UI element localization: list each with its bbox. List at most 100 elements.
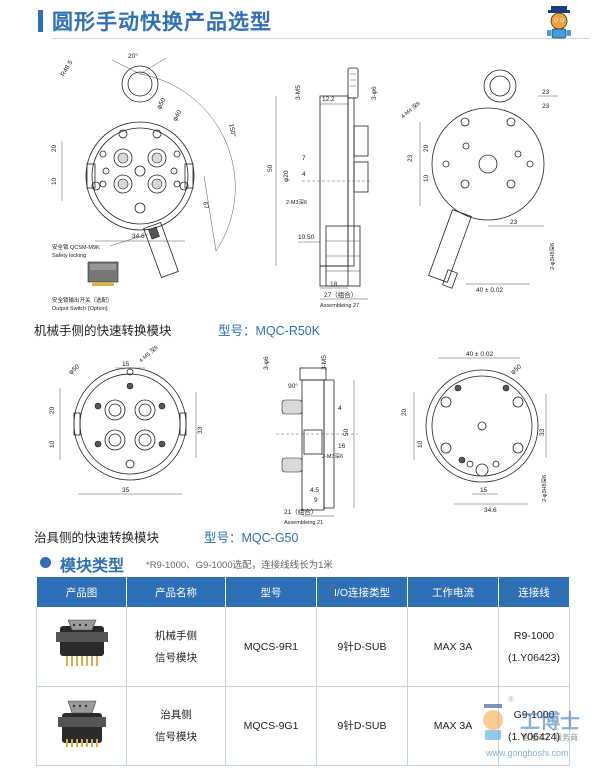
tool-dim-10b: 10 — [417, 440, 424, 448]
current-cell: MAX 3A — [407, 686, 499, 766]
tool-dim-21-assembled: Assembleing 21 — [284, 520, 323, 526]
dim-27: 27（组合） — [324, 290, 357, 299]
dim-3phi6: 3-φ6 — [371, 86, 378, 100]
robot-front-view: 20° R48.5 150° φ50 φ40 20 10 67 34.6 安全锁… — [40, 46, 255, 316]
switch-label: 安全锁输出开关（选配） — [52, 296, 113, 304]
dim-r48: R48.5 — [60, 59, 75, 78]
dim-7: 7 — [302, 155, 306, 162]
dim-4: 4 — [302, 171, 306, 178]
tool-dim-9: 9 — [314, 497, 318, 504]
robot-mascot-icon — [547, 6, 571, 39]
dsub-tool-module-image — [57, 700, 106, 747]
tool-dim-2phi3h8: 2-φ3H8深6 — [540, 475, 548, 502]
col-header-name: 产品名称 — [126, 576, 226, 608]
tool-dim-4-5: 4.5 — [310, 487, 319, 494]
dim-phi40: φ40 — [172, 109, 184, 123]
tool-dim-35: 35 — [122, 487, 130, 494]
tool-dim-40: 40 ± 0.02 — [466, 351, 493, 358]
robot-caption: 机械手侧的快速转换模块 — [34, 324, 172, 338]
dim-50: 50 — [267, 164, 274, 172]
dim-20b: 20 — [423, 144, 430, 152]
gongboshi-watermark: 工博士 ® 智能工厂服务商 www.gongboshi.com — [483, 695, 580, 758]
dim-10: 10 — [51, 177, 58, 185]
product-name-cell: 机械手侧 信号模块 — [126, 607, 226, 687]
tool-dim-15: 15 — [122, 361, 130, 368]
dim-23b: 23 — [542, 103, 550, 110]
dim-12-2: 12.2 — [322, 96, 335, 103]
dim-67: 67 — [201, 201, 209, 210]
tool-dim-2m3: 2-M3深6 — [322, 452, 343, 460]
tool-dim-90deg: 90° — [288, 382, 298, 390]
io-cell: 9针D-SUB — [316, 686, 408, 766]
tool-dim-3phi6: 3-φ6 — [263, 356, 270, 370]
product-name-line1: 机械手侧 — [155, 630, 197, 642]
watermark-brand: 工博士 — [520, 709, 580, 733]
dim-40: 40 ± 0.02 — [476, 287, 503, 294]
tool-dim-m5: 4-M5 深8 — [137, 343, 159, 364]
tool-rear-view: 40 ± 0.02 φ50 20 10 33 15 34.6 2-φ3H8深6 — [401, 348, 564, 518]
cable-line2: (1.Y06424) — [508, 731, 560, 743]
section-note: *R9-1000、G9-1000选配，连接线线长为1米 — [146, 560, 333, 571]
tool-dim-10: 10 — [49, 440, 56, 448]
tool-caption: 治具侧的快速转换模块 — [34, 531, 160, 545]
robot-model: 型号：MQC-R50K — [218, 324, 321, 338]
col-header-cable: 连接线 — [498, 576, 570, 608]
tool-dim-phi50: φ50 — [68, 363, 82, 376]
product-name-line2: 信号模块 — [155, 652, 197, 664]
dim-10b: 10 — [423, 174, 430, 182]
col-header-image: 产品图 — [36, 576, 127, 608]
watermark-registered: ® — [508, 695, 514, 704]
watermark-url: www.gongboshi.com — [485, 748, 569, 758]
tool-dim-3m5: 3-M5 — [321, 355, 328, 370]
table-row: 机械手侧 信号模块 MQCS-9R1 9针D-SUB MAX 3A R9-100… — [36, 607, 570, 687]
tool-model: 型号：MQC-G50 — [204, 531, 299, 545]
section-title: 模块类型 — [60, 558, 125, 575]
dim-3m5: 3-M5 — [295, 85, 302, 100]
robot-rear-view: 23 23 4-M4 深8 23 20 10 23 2-φ3H8深6 40 ± … — [398, 66, 573, 306]
page-title: 圆形手动快换产品选型 — [52, 11, 272, 34]
watermark-tagline: 智能工厂服务商 — [522, 732, 578, 742]
product-name-line2: 信号模块 — [155, 731, 197, 743]
dim-4m4: 4-M4 深8 — [399, 99, 421, 120]
current-cell: MAX 3A — [407, 607, 499, 687]
tool-dim-15b: 15 — [480, 487, 488, 494]
tool-dim-33b: 33 — [539, 428, 546, 436]
dsub-robot-module-image — [55, 619, 108, 666]
tool-dim-20b: 20 — [401, 408, 408, 416]
dim-deg150: 150° — [227, 123, 237, 138]
dim-18: 18 — [330, 281, 338, 288]
product-image-cell — [36, 607, 127, 687]
tool-dim-33: 33 — [197, 426, 204, 434]
product-name-line1: 治具侧 — [160, 709, 192, 721]
title-divider — [52, 38, 590, 39]
cable-line1: G9-1000 — [513, 709, 555, 721]
lock-label-en: Safety locking — [52, 253, 86, 259]
lock-label: 安全锁 QCSM-M9K — [52, 243, 100, 251]
product-name-cell: 治具侧 信号模块 — [126, 686, 226, 766]
tool-dim-34-6: 34.6 — [484, 507, 497, 514]
col-header-io: I/O连接类型 — [316, 576, 408, 608]
model-cell: MQCS-9R1 — [225, 607, 317, 687]
dim-10-50: 10.50 — [298, 234, 315, 241]
dim-2phi3h8: 2-φ3H8深6 — [548, 243, 556, 270]
tool-dim-phi50b: φ50 — [510, 363, 524, 376]
cable-cell: G9-1000 (1.Y06424) — [498, 686, 570, 766]
title-accent-bar — [38, 10, 43, 32]
col-header-current: 工作电流 — [407, 576, 499, 608]
robot-side-view: 3-M5 3-φ6 12.2 50 φ20 7 4 2-M3深6 10.50 1… — [262, 66, 392, 316]
dim-27-assembled: Assembleing 27 — [320, 303, 359, 309]
tool-side-view: 3-φ6 3-M5 90° 50 4 16 2-M3深6 4.5 9 21（组合… — [262, 350, 372, 530]
tool-dim-20: 20 — [49, 406, 56, 414]
dim-23a: 23 — [542, 89, 550, 96]
tool-dim-16: 16 — [338, 443, 346, 450]
dim-phi20: φ20 — [283, 170, 290, 182]
dim-34-6: 34.6 — [132, 233, 145, 240]
dim-phi50: φ50 — [156, 97, 168, 111]
table-row: 治具侧 信号模块 MQCS-9G1 9针D-SUB MAX 3A G9-1000… — [36, 686, 570, 766]
switch-label-en: Output Switch (Option) — [52, 306, 108, 312]
dim-23d: 23 — [510, 219, 518, 226]
io-cell: 9针D-SUB — [316, 607, 408, 687]
model-cell: MQCS-9G1 — [225, 686, 317, 766]
cable-cell: R9-1000 (1.Y06423) — [498, 607, 570, 687]
tool-dim-50: 50 — [343, 428, 350, 436]
